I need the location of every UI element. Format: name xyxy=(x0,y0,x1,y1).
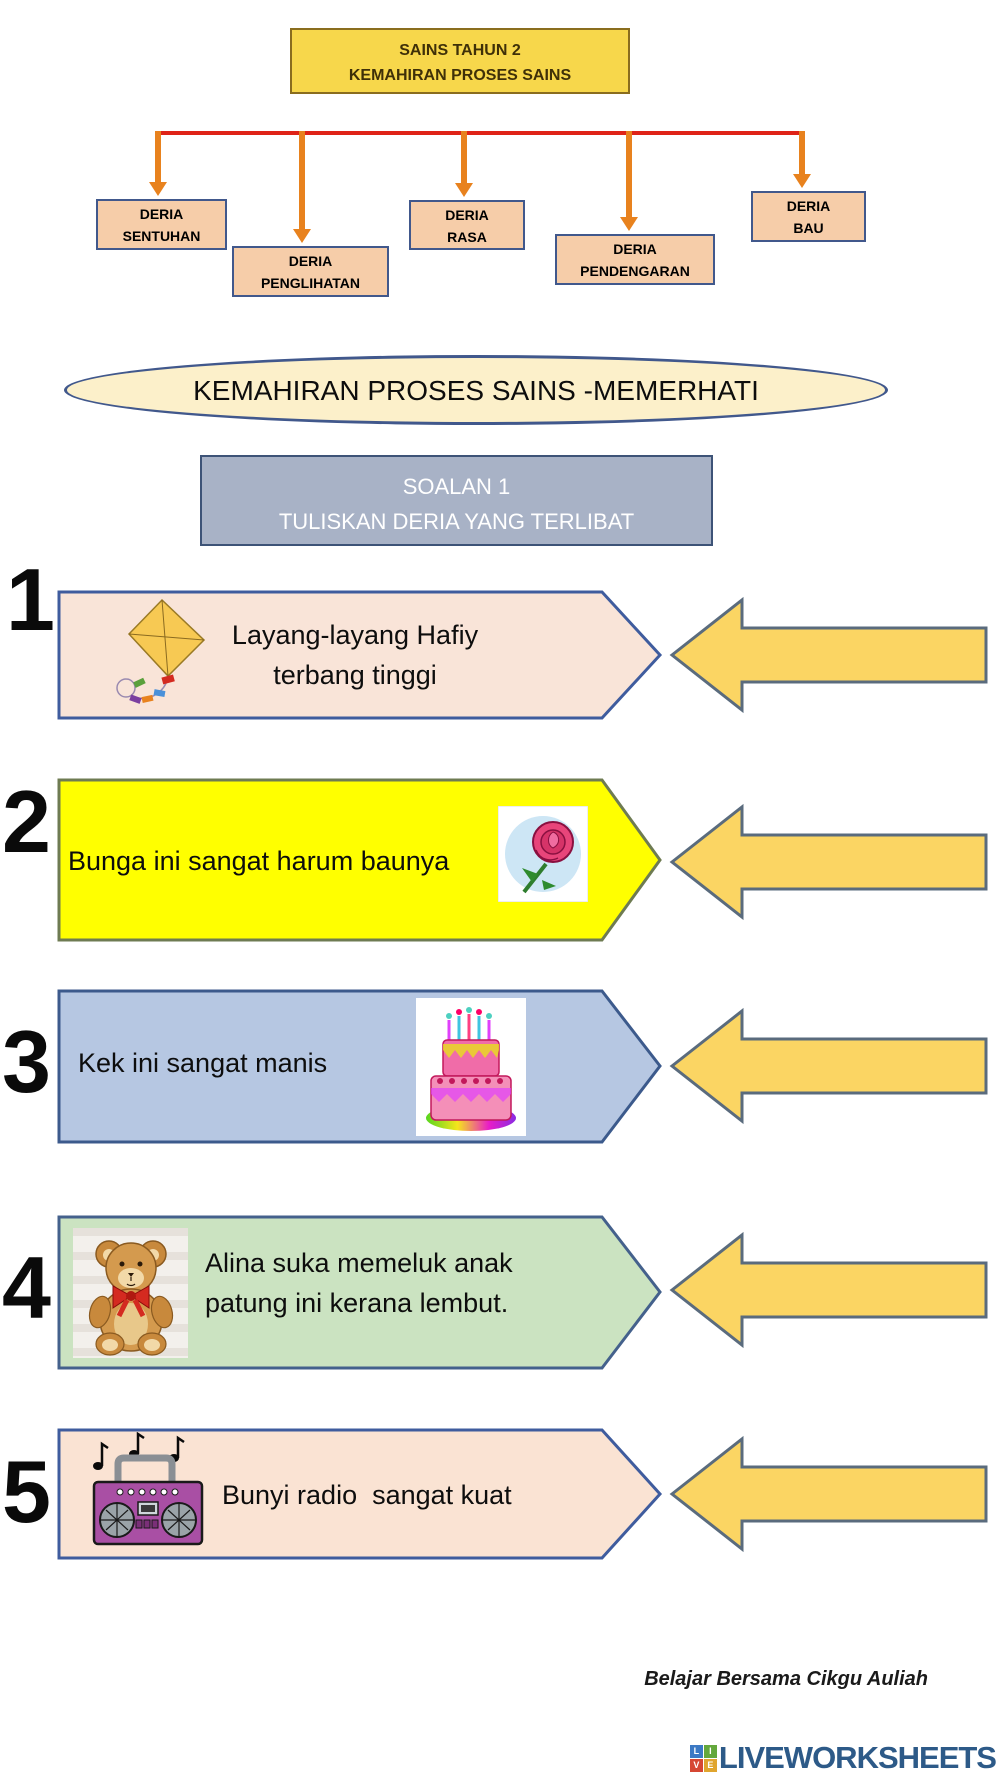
title-line1: SAINS TAHUN 2 xyxy=(399,42,521,59)
answer-arrow-5[interactable] xyxy=(668,1435,990,1553)
senses-tree-connectors xyxy=(149,131,811,243)
down-arrow-icons xyxy=(149,131,811,243)
item-banner-1 xyxy=(57,590,663,720)
item-text-4-line2: patung ini kerana lembut. xyxy=(205,1288,509,1318)
item-number-4: 4 xyxy=(2,1238,51,1337)
title-line2: KEMAHIRAN PROSES SAINS xyxy=(348,66,572,84)
item-number-3: 3 xyxy=(2,1012,51,1111)
item-number-2: 2 xyxy=(2,772,51,871)
teddy-bear-image xyxy=(73,1228,188,1358)
answer-arrow-2[interactable] xyxy=(668,803,990,921)
brand-text: LIVEWORKSHEETS xyxy=(718,1740,997,1775)
subtitle-text: KEMAHIRAN PROSES SAINS -MEMERHATI xyxy=(193,375,759,406)
item-text-4-line1: Alina suka memeluk anak xyxy=(205,1248,513,1278)
item-text-2-line1: Bunga ini sangat harum baunya xyxy=(68,846,450,876)
item-text-5-line1: Bunyi radio sangat kuat xyxy=(222,1480,512,1510)
item-text-3-line1: Kek ini sangat manis xyxy=(78,1048,328,1078)
question-box: SOALAN 1 TULISKAN DERIA YANG TERLIBAT xyxy=(200,455,713,546)
credit-text: Belajar Bersama Cikgu Auliah xyxy=(644,1668,928,1690)
kite-image xyxy=(116,598,206,704)
rose-image xyxy=(498,806,588,902)
item-text-1-line1: Layang-layang Hafiy xyxy=(231,620,479,650)
sense-box-pendengaran: DERIA PENDENGARAN xyxy=(555,234,715,285)
title-box: SAINS TAHUN 2 KEMAHIRAN PROSES SAINS xyxy=(290,28,630,94)
liveworksheets-logo: L I V E LIVEWORKSHEETS xyxy=(689,1740,997,1776)
question-line2: TULISKAN DERIA YANG TERLIBAT xyxy=(278,509,635,535)
answer-arrow-4[interactable] xyxy=(668,1231,990,1349)
cake-candles xyxy=(446,1007,492,1042)
item-banner-5 xyxy=(57,1428,663,1560)
sense-box-rasa: DERIA RASA xyxy=(409,200,525,250)
sense-box-bau: DERIA BAU xyxy=(751,191,866,242)
cake-image xyxy=(416,998,526,1136)
sense-box-penglihatan: DERIA PENGLIHATAN xyxy=(232,246,389,297)
sense-box-sentuhan: DERIA SENTUHAN xyxy=(96,199,227,250)
item-number-5: 5 xyxy=(2,1442,51,1541)
item-text-1-line2: terbang tinggi xyxy=(273,660,437,690)
item-number-1: 1 xyxy=(6,550,55,649)
question-line1: SOALAN 1 xyxy=(402,474,511,499)
answer-arrow-3[interactable] xyxy=(668,1007,990,1125)
item-banner-4 xyxy=(57,1215,662,1370)
radio-image xyxy=(92,1432,204,1546)
liveworksheets-grid-icon: L I V E xyxy=(689,1744,717,1772)
subtitle-ellipse: KEMAHIRAN PROSES SAINS -MEMERHATI xyxy=(64,355,888,425)
answer-arrow-1[interactable] xyxy=(668,596,990,714)
